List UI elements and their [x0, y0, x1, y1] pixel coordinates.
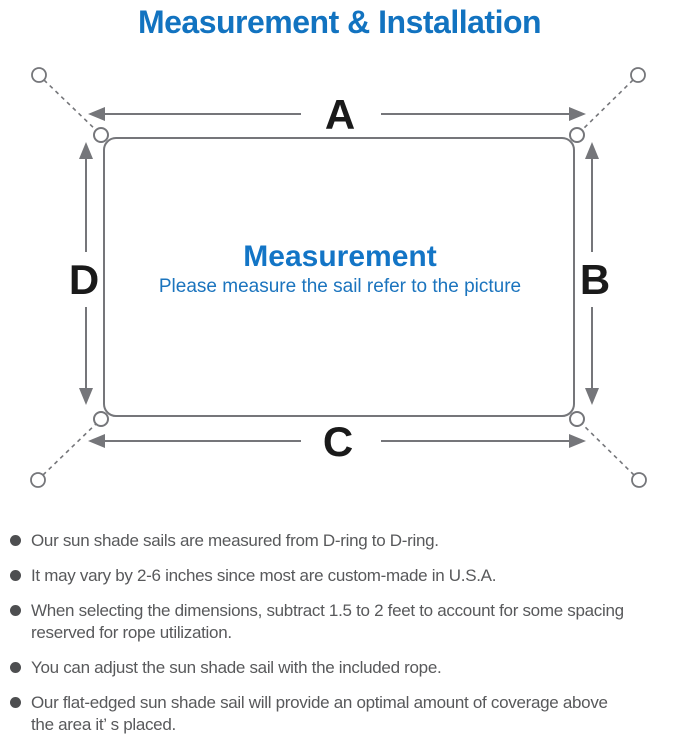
list-item: Our flat-edged sun shade sail will provi…	[10, 692, 675, 736]
list-item: When selecting the dimensions, subtract …	[10, 600, 675, 644]
d-ring-icon	[569, 127, 585, 143]
dimension-arrow-icon	[585, 142, 599, 159]
rope-line-bottom-left	[42, 420, 100, 476]
note-text: Our sun shade sails are measured from D-…	[31, 531, 439, 550]
sail-outline	[103, 137, 575, 417]
bullet-dot-icon	[10, 570, 21, 581]
notes-list: Our sun shade sails are measured from D-…	[10, 530, 675, 739]
bullet-dot-icon	[10, 605, 21, 616]
note-text: Our flat-edged sun shade sail will provi…	[31, 693, 608, 734]
dimension-arrow-icon	[88, 107, 105, 121]
anchor-ring-icon	[631, 472, 647, 488]
dimension-arrow-icon	[585, 388, 599, 405]
measurement-diagram: A B C D Measurement Please measure the s…	[0, 52, 679, 515]
dimension-arrow-icon	[569, 434, 586, 448]
dimension-label-d: D	[69, 256, 99, 303]
dimension-arrow-icon	[88, 434, 105, 448]
dimension-arrow-icon	[79, 142, 93, 159]
list-item: You can adjust the sun shade sail with t…	[10, 657, 675, 679]
dimension-arrow-icon	[79, 388, 93, 405]
rope-line-top-left	[43, 79, 100, 134]
dimension-label-a: A	[325, 91, 355, 138]
anchor-ring-icon	[31, 67, 47, 83]
rope-line-top-right	[578, 79, 634, 134]
d-ring-icon	[93, 411, 109, 427]
list-item: It may vary by 2-6 inches since most are…	[10, 565, 675, 587]
measurement-diagram-svg: A B C D Measurement Please measure the s…	[30, 67, 647, 488]
page-title: Measurement & Installation	[137, 4, 542, 40]
note-text: It may vary by 2-6 inches since most are…	[31, 566, 497, 585]
bullet-dot-icon	[10, 535, 21, 546]
rope-line-bottom-right	[578, 420, 635, 476]
bullet-dot-icon	[10, 697, 21, 708]
note-text: You can adjust the sun shade sail with t…	[31, 658, 442, 677]
dimension-arrow-icon	[569, 107, 586, 121]
diagram-center-subtitle: Please measure the sail refer to the pic…	[159, 276, 521, 297]
bullet-dot-icon	[10, 662, 21, 673]
anchor-ring-icon	[630, 67, 646, 83]
note-text: When selecting the dimensions, subtract …	[31, 601, 624, 642]
diagram-center-title: Measurement	[243, 240, 436, 273]
dimension-label-b: B	[580, 256, 610, 303]
dimension-label-c: C	[323, 418, 353, 465]
list-item: Our sun shade sails are measured from D-…	[10, 530, 675, 552]
anchor-ring-icon	[30, 472, 46, 488]
d-ring-icon	[569, 411, 585, 427]
d-ring-icon	[93, 127, 109, 143]
